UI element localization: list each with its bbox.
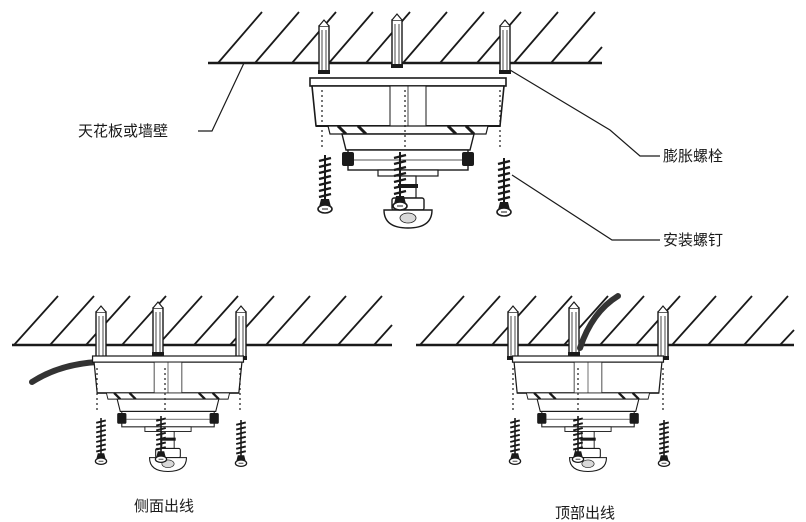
ceiling-hatch (12, 295, 393, 347)
top-diagram: 天花板或墙壁 膨胀螺栓 安装螺钉 (78, 11, 723, 249)
guide-dots (512, 368, 664, 412)
top-exit-diagram: 顶部出线 (416, 293, 795, 522)
top-exit-caption: 顶部出线 (555, 504, 615, 522)
side-cable (29, 359, 101, 385)
ceiling-hatch (208, 11, 603, 65)
dome-camera (308, 76, 508, 230)
ceiling-leader (198, 62, 245, 132)
top-cable (577, 293, 621, 351)
guide-dots (96, 368, 241, 412)
expansion-bolts (317, 13, 512, 75)
screw-leader (511, 174, 660, 241)
guide-dots (321, 90, 501, 150)
ceiling-label: 天花板或墙壁 (78, 122, 168, 140)
dome-camera (91, 354, 245, 473)
screw-label: 安装螺钉 (663, 231, 723, 249)
dome-camera (511, 354, 665, 473)
expansion-bolt-leader (509, 69, 660, 157)
expansion-bolt-label: 膨胀螺栓 (663, 147, 723, 165)
side-exit-diagram: 侧面出线 (12, 295, 393, 515)
side-exit-caption: 侧面出线 (134, 497, 194, 515)
